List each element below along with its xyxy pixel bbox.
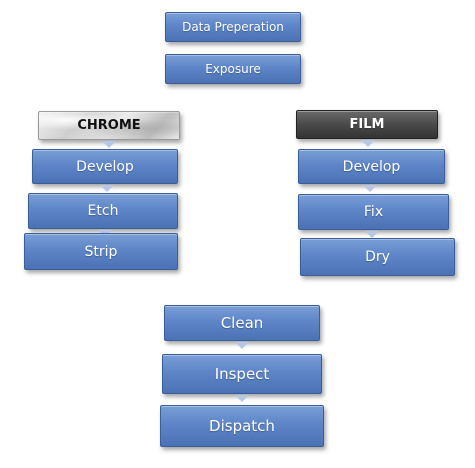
step-chrome-develop: Develop [32,149,178,184]
arrow-down [235,395,249,402]
step-label: Fix [363,204,384,220]
arrow-down [100,185,114,192]
step-label: Develop [76,158,134,175]
step-clean: Clean [164,305,320,341]
step-film-dry: Dry [300,238,455,276]
step-label: Etch [87,203,119,219]
step-label: Develop [342,158,401,175]
step-film-fix: Fix [298,194,449,230]
step-inspect: Inspect [162,354,322,394]
step-data-preperation: Data Preperation [165,12,301,42]
film-header: FILM [296,110,438,139]
arrow-down [235,342,249,349]
step-label: Dry [365,249,390,265]
arrow-down [361,140,375,147]
step-dispatch: Dispatch [160,405,324,447]
step-label: Strip [84,243,118,260]
step-chrome-strip: Strip [24,233,178,270]
step-label: Dispatch [209,417,275,435]
step-label: Data Preperation [182,20,284,34]
arrow-down [365,231,379,238]
step-chrome-etch: Etch [28,193,178,229]
chrome-header: CHROME [38,111,180,140]
step-label: Clean [220,314,264,332]
arrow-down [102,141,116,148]
arrow-down [363,185,377,192]
step-exposure: Exposure [165,54,301,84]
branch-header-label: CHROME [77,118,141,133]
branch-header-label: FILM [349,117,385,132]
step-label: Inspect [214,365,270,383]
step-film-develop: Develop [298,149,445,184]
step-label: Exposure [205,62,261,76]
